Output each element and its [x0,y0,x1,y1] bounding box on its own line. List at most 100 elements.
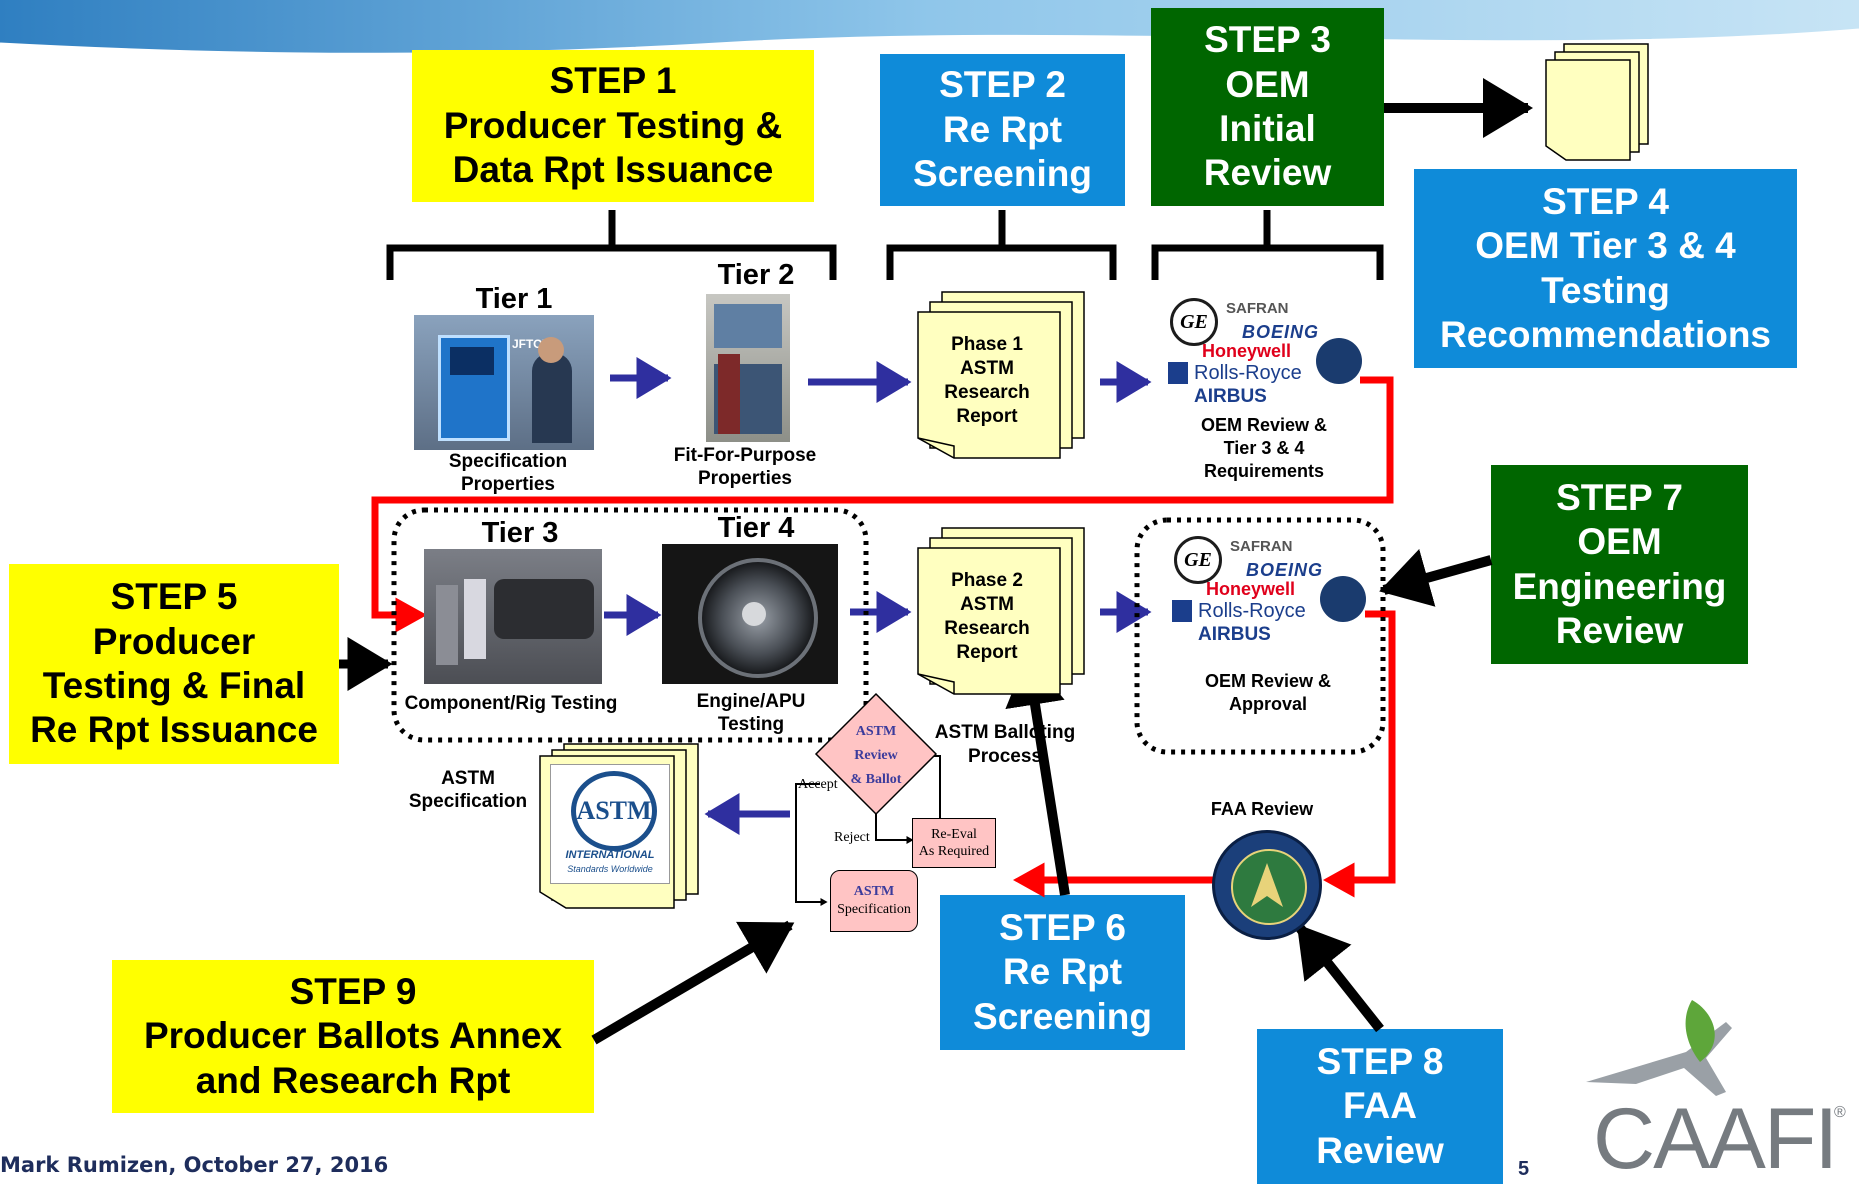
oem-review2-caption: OEM Review & Approval [1204,671,1332,714]
reeval-box: Re-Eval As Required [912,818,996,868]
tier2-caption: Fit-For-Purpose Properties [673,445,817,489]
step5-line: Producer [92,620,256,662]
step9-pointer-arrow [591,920,795,1045]
step9-title: STEP 9 [289,970,417,1012]
rr-badge-icon [1168,362,1188,384]
step3-line: Review [1203,152,1332,194]
astm-international-text: INTERNATIONAL [565,849,655,861]
honeywell-logo: Honeywell [1202,341,1292,361]
ballot-spec-box: ASTM Specification [830,870,918,932]
step7-pointer-arrow [1379,548,1493,607]
oem-review1-caption: OEM Review & Tier 3 & 4 Requirements [1200,415,1328,481]
step7-line: OEM [1577,521,1662,563]
step8-pointer-arrow [1296,924,1384,1033]
ballot-diamond [814,692,938,816]
oem-logo-cluster-1: GE SAFRAN BOEING Honeywell Rolls-Royce A… [1166,296,1366,407]
tier4-label: Tier 4 [717,512,795,544]
step6-line: Re Rpt [1002,951,1123,993]
caafi-logo-text: CAAFI [1593,1091,1838,1187]
rolls-royce-logo: Rolls-Royce [1198,600,1306,622]
step7-box: STEP 7 OEM Engineering Review [1491,465,1748,664]
step1-brace [386,210,837,280]
step4-line: Testing [1541,269,1670,311]
tier3-label: Tier 3 [481,517,559,549]
tier3-caption: Component/Rig Testing [404,693,618,714]
boeing-logo: BOEING [1246,560,1324,580]
step7-line: Review [1555,609,1684,651]
step6-title: STEP 6 [999,906,1126,948]
step3-output-docs [1545,43,1649,161]
safran-logo: SAFRAN [1230,538,1293,555]
step2-line: Re Rpt [942,108,1063,150]
technician [718,354,740,434]
astm-spec-label: ASTM Specification [408,768,528,812]
step9-line: Producer Ballots Annex [143,1015,563,1057]
step3-title: STEP 3 [1204,19,1331,61]
tier4-engine-photo [662,544,838,684]
ballot-diamond-label: ASTM Review & Ballot [850,724,902,787]
step8-line: FAA [1342,1085,1417,1127]
step7-line: Engineering [1512,565,1727,607]
step5-line: Testing & Final [42,665,306,706]
step7-title: STEP 7 [1556,476,1683,518]
oem-approval-dotted-box [1134,517,1386,755]
tier1-lab-photo: JFTOT [414,315,594,450]
honeywell-logo: Honeywell [1206,579,1296,599]
step9-line: and Research Rpt [195,1059,511,1101]
step3-line: Initial [1219,108,1316,149]
technician [532,353,572,443]
step2-line: Screening [913,153,1092,195]
step2-box: STEP 2 Re Rpt Screening [880,54,1125,206]
step9-box: STEP 9 Producer Ballots Annex and Resear… [112,960,594,1113]
tier2-rig-photo [706,294,790,442]
step6-pointer-arrow [1005,655,1070,896]
tier4-caption: Engine/APU Testing [696,691,806,735]
balloting-process-label: ASTM Balloting Process [934,722,1076,767]
step1-title: STEP 1 [549,60,677,102]
ballot-reject-label: Reject [834,830,870,845]
step1-line: Data Rpt Issuance [452,149,774,191]
header-wave [0,0,1859,56]
safran-logo: SAFRAN [1226,300,1289,317]
footer-author-date: Mark Rumizen, October 27, 2016 [0,1153,389,1177]
red-oem-to-faa-arrow [1323,610,1396,898]
step2-title: STEP 2 [939,64,1066,106]
registered-mark: ® [1834,1104,1846,1121]
faa-seal-logo [1212,830,1322,940]
step4-line: Recommendations [1439,313,1771,355]
airbus-logo: AIRBUS [1198,624,1271,645]
boeing-logo: BOEING [1242,322,1320,342]
tier3-rig-photo [424,549,602,684]
page-number: 5 [1518,1158,1530,1180]
step5-box: STEP 5 Producer Testing & Final Re Rpt I… [9,564,339,764]
step4-title: STEP 4 [1542,180,1669,222]
phase2-report-label: Phase 2 ASTM Research Report [944,570,1030,663]
ballot-left-bracket [795,783,828,906]
step4-box: STEP 4 OEM Tier 3 & 4 Testing Recommenda… [1414,169,1797,368]
tier2-label: Tier 2 [717,259,795,291]
step8-box: STEP 8 FAA Review [1257,1029,1503,1184]
ge-logo: GE [1174,536,1222,584]
step8-title: STEP 8 [1316,1040,1444,1082]
step2-brace [886,210,1117,280]
astm-logo: ASTM INTERNATIONAL Standards Worldwide [550,764,670,884]
red-loop-arrow [371,376,1394,633]
step1-line: Producer Testing & [443,104,783,146]
astm-tagline: Standards Worldwide [567,864,653,874]
rr-badge-icon [1172,600,1192,622]
rolls-royce-logo: Rolls-Royce [1194,362,1302,384]
ballot-accept-label: Accept [798,777,838,792]
faa-review-label: FAA Review [1210,799,1314,819]
phase2-report-stack [917,527,1085,695]
tier34-dotted-box [391,507,869,743]
caafi-leaf-plane-icon [1586,1000,1732,1096]
step5-title: STEP 5 [110,576,238,618]
step1-box: STEP 1 Producer Testing & Data Rpt Issua… [412,50,814,202]
ge-logo: GE [1170,298,1218,346]
oem-logo-cluster-2: GE SAFRAN BOEING Honeywell Rolls-Royce A… [1170,534,1370,645]
tier1-label: Tier 1 [475,283,553,315]
step3-line: OEM [1225,63,1310,105]
technician [464,579,486,659]
step3-box: STEP 3 OEM Initial Review [1151,8,1384,206]
step8-line: Review [1316,1129,1444,1171]
